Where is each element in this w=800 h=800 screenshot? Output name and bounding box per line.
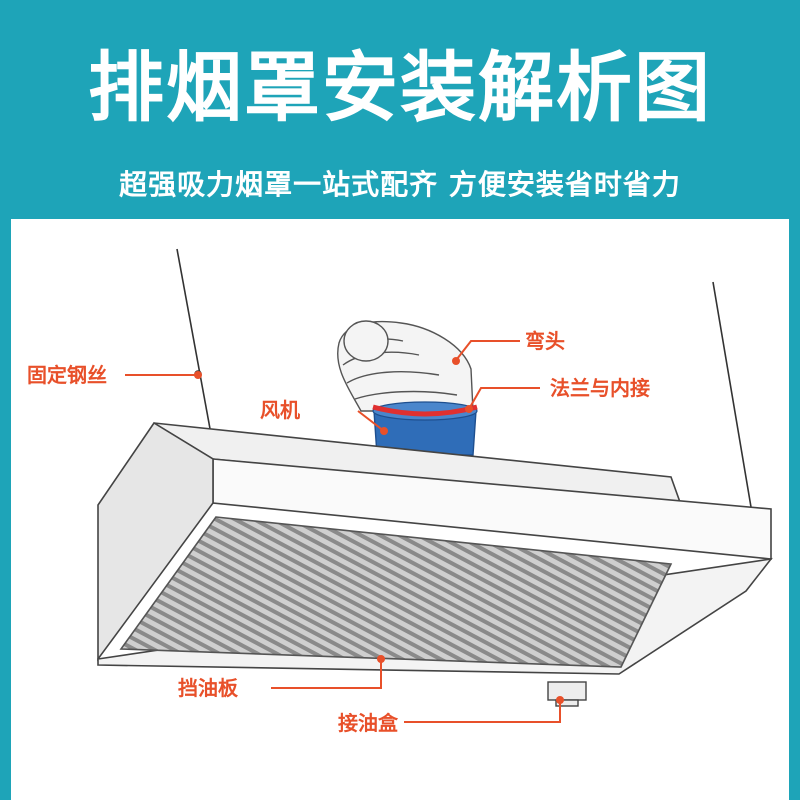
diagram-panel: 固定钢丝 弯头 风机 法兰与内接 挡油板 接油盒 [11, 219, 789, 800]
label-fan: 风机 [260, 398, 300, 422]
leader-oil-box [404, 700, 561, 723]
fan-unit [372, 401, 478, 456]
leader-baffle [271, 659, 382, 689]
label-elbow: 弯头 [525, 329, 565, 353]
page-subtitle: 超强吸力烟罩一站式配齐 方便安装省时省力 [119, 168, 681, 201]
label-baffle: 挡油板 [178, 676, 238, 700]
range-hood-diagram [97, 248, 773, 723]
label-oil-box: 接油盒 [338, 711, 398, 735]
leader-flange [468, 387, 540, 410]
wire-right [712, 281, 752, 508]
hood-left-side [97, 421, 214, 662]
label-flange: 法兰与内接 [550, 376, 650, 400]
elbow-duct [337, 320, 474, 412]
leader-fan [357, 410, 385, 432]
label-wire: 固定钢丝 [27, 363, 107, 387]
baffle-filter [119, 516, 673, 668]
wire-left [176, 248, 214, 446]
page-title: 排烟罩安装解析图 [88, 43, 712, 132]
leader-elbow [456, 340, 520, 360]
oil-box [547, 681, 587, 707]
